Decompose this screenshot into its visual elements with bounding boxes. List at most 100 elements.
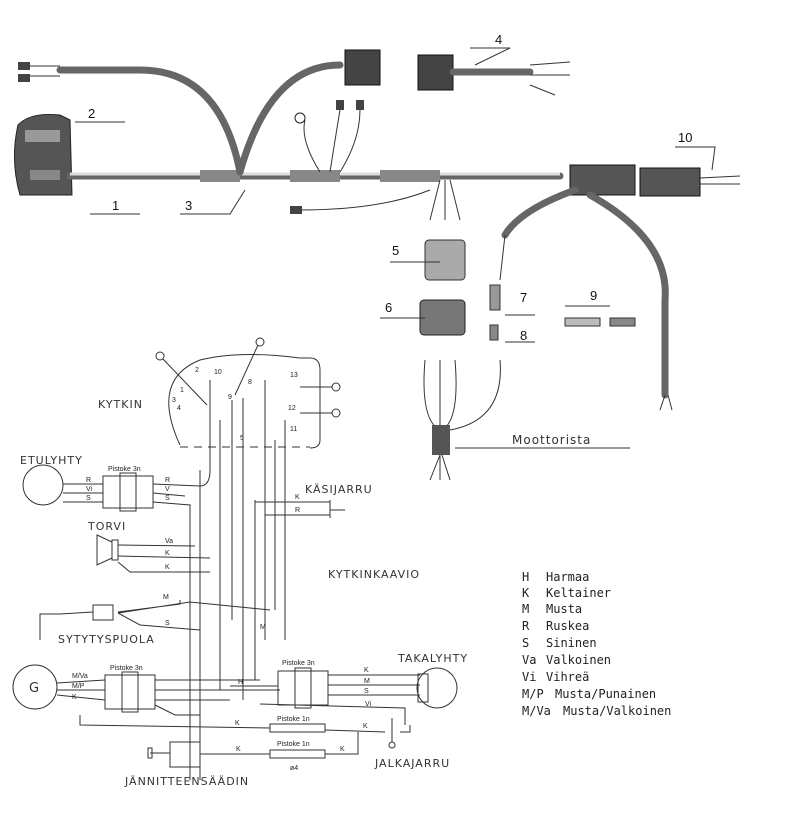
wire-label: K <box>165 550 170 557</box>
jannitteensaadin-label: JÄNNITTEENSÄÄDIN <box>124 775 249 788</box>
wire-label: S <box>364 688 369 695</box>
legend-code: H <box>522 570 529 584</box>
wire-label: K <box>72 694 77 701</box>
jalkajarru-label: JALKAJARRU <box>374 757 450 770</box>
legend-name: Musta <box>546 602 582 616</box>
callout-2: 2 <box>88 106 95 121</box>
part-5 <box>424 239 466 281</box>
wire-label: Va <box>165 538 173 545</box>
etulyhty-label: ETULYHTY <box>20 454 83 467</box>
terminal-12: 12 <box>288 405 296 412</box>
legend-code: Va <box>522 653 536 667</box>
wire-label: S <box>165 620 170 627</box>
wire-label: Vi <box>365 701 372 708</box>
takalyhty-label: TAKALYHTY <box>397 652 468 665</box>
wire-label: V <box>165 486 170 493</box>
callout-4: 4 <box>495 32 502 47</box>
legend-code: M/P <box>522 687 544 701</box>
jannitteensaadin-regulator <box>169 741 201 768</box>
harness-parts-illustration <box>13 49 741 481</box>
legend-name: Keltainer <box>546 586 611 600</box>
schematic: 2 1 3 4 10 9 8 13 12 11 5 KYTKIN ETULYHT… <box>12 337 468 788</box>
terminal-3: 3 <box>172 397 176 404</box>
sytytyspuola-label: SYTYTYSPUOLA <box>58 633 155 646</box>
legend-name: Vihreä <box>546 670 589 684</box>
legend-name: Sininen <box>546 636 597 650</box>
callout-7: 7 <box>520 290 527 305</box>
legend-code: M/Va <box>522 704 551 718</box>
wire-label: K <box>364 667 369 674</box>
takalyhty-lamp <box>416 667 458 709</box>
legend-item: M/P Musta/Punainen <box>522 687 656 701</box>
wire-label: M <box>364 678 370 685</box>
terminal-1: 1 <box>180 387 184 394</box>
schematic-title: KYTKINKAAVIO <box>328 568 420 581</box>
terminal-4: 4 <box>177 405 181 412</box>
single-connector-1-label: Pistoke 1n <box>277 716 310 723</box>
legend-code: R <box>522 619 530 633</box>
legend-name: Harmaa <box>546 570 589 584</box>
legend-code: M <box>522 602 529 616</box>
wire-label: K <box>340 746 345 753</box>
wire-label: K <box>295 494 300 501</box>
wire-label: H <box>238 679 243 686</box>
wire-label: S <box>86 495 91 502</box>
part-callouts: 2 1 3 4 5 6 7 8 9 10 Moottorista <box>75 32 716 447</box>
legend-item: M/Va Musta/Valkoinen <box>522 704 671 718</box>
callout-3: 3 <box>185 198 192 213</box>
single-connector-2-label: Pistoke 1n <box>277 741 310 748</box>
rear-connector-label: Pistoke 3n <box>282 660 315 667</box>
terminal-2: 2 <box>195 367 199 374</box>
legend-item: H Harmaa <box>522 570 589 584</box>
legend-code: Vi <box>522 670 536 684</box>
generator-label: G <box>29 681 40 696</box>
wire-label: K <box>236 746 241 753</box>
handlebar-switch <box>13 114 73 196</box>
torvi-horn <box>96 534 113 566</box>
wire-label: M/Va <box>72 673 88 680</box>
wire-label: K <box>235 720 240 727</box>
legend-name: Musta/Valkoinen <box>563 704 671 718</box>
wire-label: M <box>260 624 266 631</box>
moottorista-label: Moottorista <box>512 433 591 447</box>
wire-label: S <box>165 495 170 502</box>
wire-label: R <box>165 477 170 484</box>
legend-item: M Musta <box>522 602 582 616</box>
legend-item: K Keltainer <box>522 586 611 600</box>
legend-code: K <box>522 586 530 600</box>
terminal-13: 13 <box>290 372 298 379</box>
callout-10: 10 <box>678 130 692 145</box>
callout-8: 8 <box>520 328 527 343</box>
part-6 <box>419 299 466 336</box>
terminal-5: 5 <box>240 435 244 442</box>
etulyhty-lamp <box>22 464 64 506</box>
legend-item: S Sininen <box>522 636 597 650</box>
terminal-8: 8 <box>248 379 252 386</box>
generator <box>12 664 58 710</box>
wire-label: R <box>86 477 91 484</box>
kytkin-label: KYTKIN <box>98 398 143 411</box>
kytkin-switch <box>168 353 321 449</box>
callout-9: 9 <box>590 288 597 303</box>
wire-label: K <box>165 564 170 571</box>
torvi-label: TORVI <box>87 520 126 533</box>
terminal-9: 9 <box>228 394 232 401</box>
callout-1: 1 <box>112 198 119 213</box>
wire-label: M/P <box>72 683 85 690</box>
gen-connector-label: Pistoke 3n <box>110 665 143 672</box>
kasijarru-label: KÄSIJARRU <box>305 483 373 496</box>
wire-label: K <box>363 723 368 730</box>
legend-code: S <box>522 636 529 650</box>
legend-name: Ruskea <box>546 619 589 633</box>
legend-name: Musta/Punainen <box>555 687 656 701</box>
legend-item: Vi Vihreä <box>522 670 589 684</box>
wire-label: M <box>163 594 169 601</box>
callout-5: 5 <box>392 243 399 258</box>
wire-label: R <box>295 507 300 514</box>
wire-label: Vi <box>86 486 93 493</box>
callout-6: 6 <box>385 300 392 315</box>
legend-item: Va Valkoinen <box>522 653 611 667</box>
legend-name: Valkoinen <box>546 653 611 667</box>
terminal-11: 11 <box>290 426 297 433</box>
